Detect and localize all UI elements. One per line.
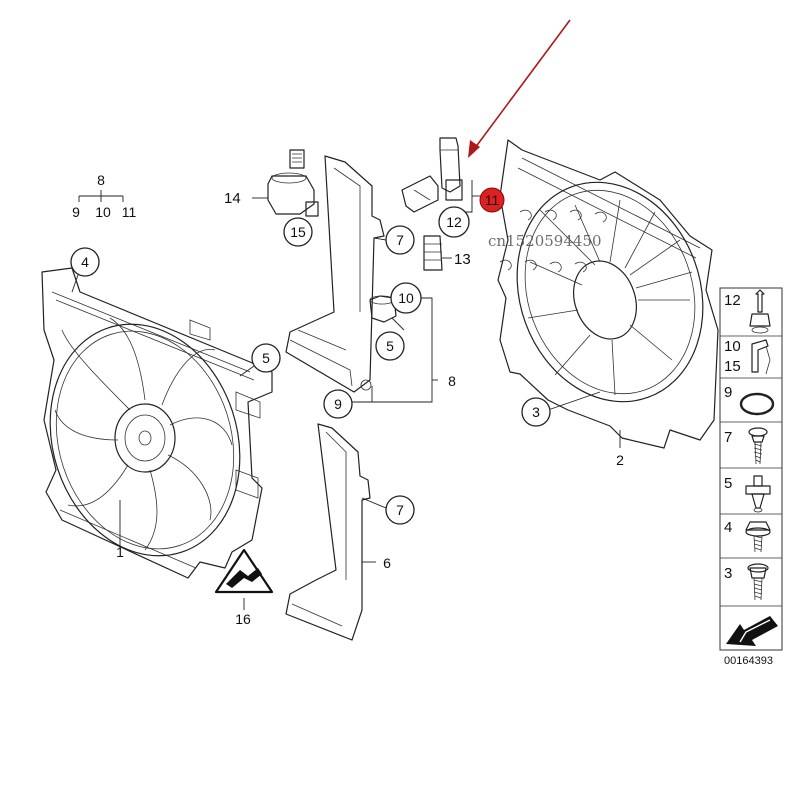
callout-8: 8 xyxy=(448,373,456,389)
svg-text:3: 3 xyxy=(532,404,540,420)
group-bracket xyxy=(78,190,124,202)
svg-text:7: 7 xyxy=(396,502,404,518)
callout-9: 9 xyxy=(323,389,353,419)
legend-label-3: 3 xyxy=(724,565,732,582)
callout-11-group: 11 xyxy=(122,204,137,220)
svg-text:15: 15 xyxy=(290,224,306,240)
callout-10: 10 xyxy=(390,282,422,314)
svg-text:4: 4 xyxy=(81,254,89,270)
shroud-bracket-lower xyxy=(285,423,387,641)
legend-label-4: 4 xyxy=(724,519,732,536)
direction-arrow-icon xyxy=(726,616,778,646)
callout-2: 2 xyxy=(616,452,624,468)
svg-text:11: 11 xyxy=(485,192,500,208)
o-ring-icon xyxy=(739,392,775,416)
bolt-icon xyxy=(747,563,769,601)
callout-5-bracket: 5 xyxy=(375,331,405,361)
callout-9-group: 9 xyxy=(72,204,80,220)
svg-text:12: 12 xyxy=(446,214,462,230)
pointer-arrow xyxy=(468,19,571,158)
legend-label-15: 15 xyxy=(724,358,741,375)
callout-10-group: 10 xyxy=(95,204,111,220)
svg-text:10: 10 xyxy=(398,290,414,306)
callout-5-left: 5 xyxy=(239,343,281,377)
callout-3: 3 xyxy=(521,397,551,427)
watermark-ornament xyxy=(499,209,607,273)
bracket-clip-icon xyxy=(751,339,771,375)
callout-8-group: 8 xyxy=(97,172,105,188)
legend-label-5: 5 xyxy=(724,475,732,492)
svg-text:5: 5 xyxy=(386,338,394,354)
callout-7-upper: 7 xyxy=(385,225,415,255)
callout-7-lower: 7 xyxy=(385,495,415,525)
screw-icon xyxy=(748,427,768,465)
shroud-bracket-upper xyxy=(285,155,438,403)
connector-fitting xyxy=(401,137,482,271)
parts-legend: 12 10 15 9 7 5 xyxy=(719,287,783,651)
fan-assembly-left xyxy=(41,267,273,579)
fan-assembly-right xyxy=(497,139,719,449)
nut-icon xyxy=(745,521,771,553)
warning-label-triangle xyxy=(214,548,274,610)
callout-15: 15 xyxy=(283,217,313,247)
svg-text:7: 7 xyxy=(396,232,404,248)
watermark: cn1520594450 xyxy=(488,232,602,250)
diagram-id: 00164393 xyxy=(724,655,773,667)
callout-11-highlighted: 11 xyxy=(479,187,505,213)
callout-4: 4 xyxy=(70,247,100,293)
legend-label-7: 7 xyxy=(724,429,732,446)
callout-16: 16 xyxy=(235,611,251,627)
callout-13: 13 xyxy=(454,251,471,268)
callout-1: 1 xyxy=(116,544,124,560)
svg-text:9: 9 xyxy=(334,396,342,412)
svg-text:5: 5 xyxy=(262,350,270,366)
callout-12: 12 xyxy=(438,206,470,238)
legend-label-10: 10 xyxy=(724,338,741,355)
callout-14: 14 xyxy=(224,190,241,207)
callout-6: 6 xyxy=(383,555,391,571)
legend-label-12: 12 xyxy=(724,292,741,309)
rivet-icon xyxy=(745,475,771,513)
temperature-sensor xyxy=(252,149,319,217)
legend-label-9: 9 xyxy=(724,384,732,401)
clip-icon xyxy=(749,289,771,334)
